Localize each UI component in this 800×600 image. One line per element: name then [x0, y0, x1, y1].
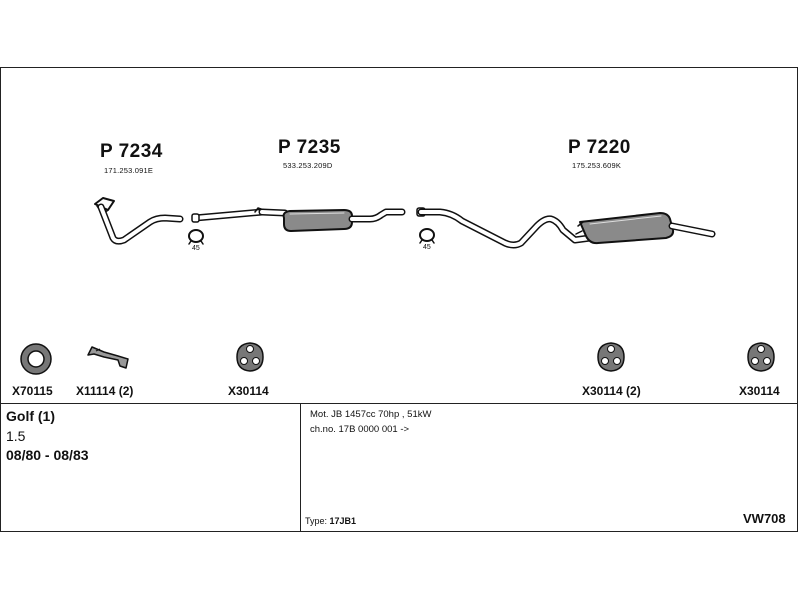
diagram-frame — [0, 67, 798, 532]
type-label: Type: — [305, 516, 328, 526]
accessory-code-hanger-1: X30114 — [228, 384, 269, 398]
vehicle-years: 08/80 - 08/83 — [6, 447, 89, 463]
oem-number-middle-silencer: 533.253.209D — [283, 161, 333, 170]
accessory-code-hanger-3: X30114 — [739, 384, 780, 398]
type-row: Type: 17JB1 — [305, 516, 356, 526]
middle-silencer-drawing — [191, 207, 406, 232]
accessory-hanger-drawing-2 — [597, 342, 625, 372]
accessory-ring-drawing — [20, 343, 52, 375]
chassis-number: ch.no. 17B 0000 001 -> — [310, 424, 410, 435]
accessory-code-ring: X70115 — [12, 384, 53, 398]
part-number-middle-silencer: P 7235 — [278, 137, 341, 158]
vehicle-engine: 1.5 — [6, 428, 26, 444]
accessory-hanger-drawing-1 — [236, 342, 264, 372]
accessory-clamp-drawing — [87, 346, 129, 369]
accessory-code-hanger-2: X30114 (2) — [582, 384, 641, 398]
oem-number-rear-silencer: 175.253.609K — [572, 161, 622, 170]
part-number-front-pipe: P 7234 — [100, 141, 163, 162]
reference-code: VW708 — [743, 511, 786, 526]
info-divider-vertical — [300, 403, 301, 532]
part-number-rear-silencer: P 7220 — [568, 137, 631, 158]
rear-silencer-drawing — [416, 207, 716, 249]
type-value: 17JB1 — [329, 516, 357, 526]
clamp-drawing-1 — [188, 229, 204, 245]
clamp-size-label-2: 45 — [423, 244, 431, 251]
info-divider-horizontal — [0, 403, 798, 404]
motor-spec: Mot. JB 1457cc 70hp , 51kW — [310, 409, 432, 420]
front-pipe-drawing — [94, 197, 184, 245]
oem-number-front-pipe: 171.253.091E — [104, 166, 154, 175]
clamp-size-label-1: 45 — [192, 245, 200, 252]
vehicle-model: Golf (1) — [6, 408, 55, 424]
accessory-hanger-drawing-3 — [747, 342, 775, 372]
clamp-drawing-2 — [419, 228, 435, 244]
accessory-code-clamp: X11114 (2) — [76, 384, 134, 398]
